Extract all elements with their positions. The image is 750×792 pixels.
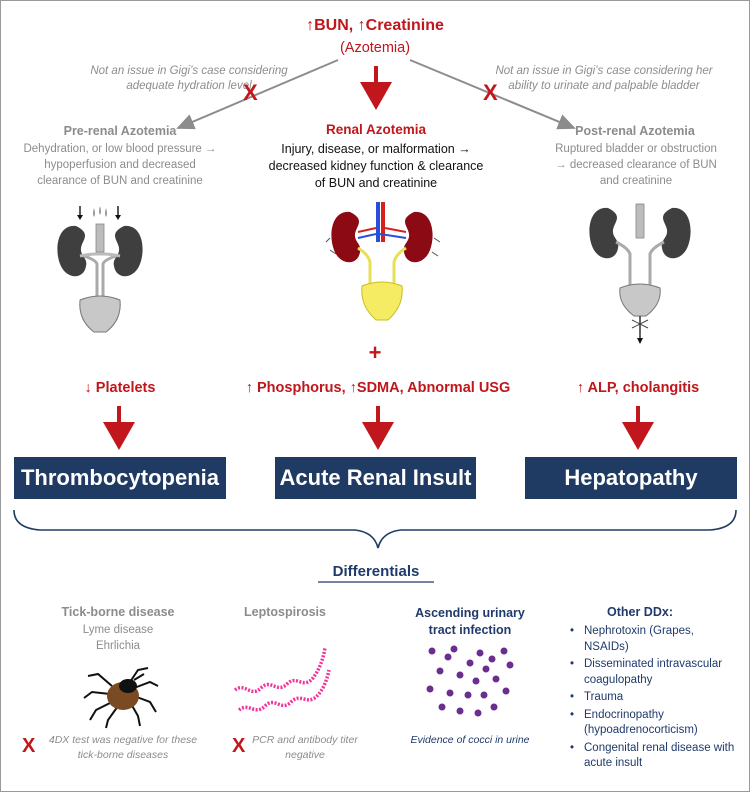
other-ddx-list: Nephrotoxin (Grapes, NSAIDs) Disseminate…: [568, 624, 736, 774]
other-ddx-item: Trauma: [568, 690, 736, 706]
finding-hepatic: ↑ ALP, cholangitis: [576, 380, 700, 396]
x-mark-right: X: [483, 80, 498, 105]
prerenal-desc: Dehydration, or low blood pressure → hyp…: [23, 143, 217, 187]
tick-note: 4DX test was negative for these tick-bor…: [48, 734, 198, 761]
renal-desc: Injury, disease, or malformation → decre…: [268, 142, 484, 190]
differentials-heading: Differentials: [332, 563, 420, 580]
tick-icon: [83, 667, 159, 729]
other-ddx-item: Endocrinopathy (hypoadrenocorticism): [568, 708, 736, 739]
renal-kidney-icon: [325, 202, 441, 321]
finding-platelets: ↓ Platelets: [84, 380, 156, 396]
uti-title: Ascending urinary tract infection: [415, 606, 525, 637]
curly-brace: [13, 509, 737, 549]
x-mark-left: X: [243, 80, 258, 105]
box-hepatopathy: Hepatopathy: [525, 457, 737, 499]
arrow-to-prerenal: [176, 59, 339, 130]
finding-renal: ↑ Phosphorus, ↑SDMA, Abnormal USG: [245, 380, 511, 396]
other-ddx-title: Other DDx:: [607, 605, 673, 619]
uti-note: Evidence of cocci in urine: [410, 734, 530, 746]
box-thrombocytopenia: Thrombocytopenia: [14, 457, 226, 499]
tick-item-ehrlichia: Ehrlichia: [95, 640, 141, 652]
x-mark-lepto: X: [232, 735, 246, 757]
note-left: Not an issue in Gigi’s case considering …: [90, 65, 288, 92]
box-acute-renal-insult: Acute Renal Insult: [275, 457, 476, 499]
other-ddx-item: Disseminated intravascular coagulopathy: [568, 657, 736, 688]
prerenal-title: Pre-renal Azotemia: [63, 124, 177, 138]
tick-title: Tick-borne disease: [61, 605, 175, 619]
lepto-title: Leptospirosis: [244, 605, 326, 619]
arrow-to-postrenal: [409, 59, 576, 130]
prerenal-kidney-icon: [57, 206, 143, 333]
tick-item-lyme: Lyme disease: [82, 624, 154, 636]
other-ddx-item: Nephrotoxin (Grapes, NSAIDs): [568, 624, 736, 655]
leptospira-icon: [233, 647, 331, 712]
x-mark-tick: X: [22, 735, 36, 757]
azotemia-title: ↑BUN, ↑Creatinine: [306, 17, 444, 34]
note-right: Not an issue in Gigi’s case considering …: [495, 65, 713, 92]
postrenal-title: Post-renal Azotemia: [575, 124, 695, 138]
postrenal-kidney-icon: [589, 203, 691, 344]
azotemia-subtitle: (Azotemia): [339, 40, 411, 56]
lepto-note: PCR and antibody titer negative: [252, 734, 358, 761]
renal-title: Renal Azotemia: [325, 122, 427, 137]
other-ddx-item: Congenital renal disease with acute insu…: [568, 741, 736, 772]
cocci-icon: [426, 645, 514, 717]
postrenal-desc: Ruptured bladder or obstruction → decrea…: [555, 143, 717, 187]
plus-sign: +: [368, 340, 382, 365]
